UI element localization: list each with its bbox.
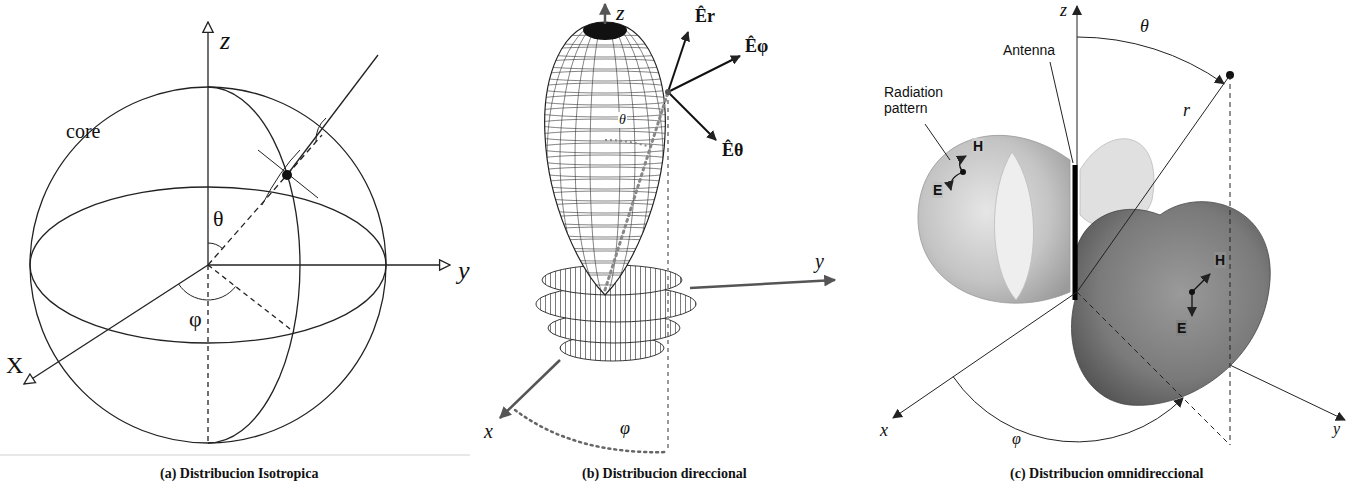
region-label: core [66, 120, 100, 143]
angle-label: θ [618, 112, 627, 128]
field-label: E [1176, 320, 1187, 336]
axis-label: z [220, 26, 230, 56]
directional-pattern [500, 4, 835, 452]
field-label: H [972, 138, 984, 154]
angle-label: θ [213, 206, 224, 231]
callout-label: Radiation pattern [884, 84, 964, 116]
angle-label: φ [620, 418, 630, 439]
omnidirectional-pattern [893, 6, 1345, 445]
angle-label: φ [1012, 430, 1021, 448]
axis-label: y [458, 256, 470, 286]
vector-label: Êθ [722, 140, 743, 161]
vector-label: Êr [695, 6, 715, 27]
angle-label: θ [1140, 16, 1149, 37]
axis-label: y [1333, 420, 1340, 438]
vector-label: r [1183, 100, 1190, 121]
axis-label: x [880, 420, 888, 441]
panel-caption: (a) Distribucion Isotropica [160, 466, 318, 482]
axis-label: x [484, 420, 493, 443]
angle-label: φ [189, 306, 202, 331]
axis-label: X [6, 352, 23, 380]
vector-label: Êφ [745, 36, 768, 57]
callout-label: Antenna [1003, 42, 1055, 58]
field-label: H [1214, 252, 1226, 268]
axis-label: z [1060, 0, 1067, 21]
panel-caption: (c) Distribucion omnidireccional [1010, 466, 1203, 482]
field-point [282, 170, 292, 180]
axis-label: y [815, 250, 824, 273]
field-label: E [932, 182, 943, 198]
panel-rule [0, 455, 470, 456]
panel-caption: (b) Distribucion direccional [582, 466, 747, 482]
axis-label: z [616, 0, 625, 25]
isotropic-sphere [24, 22, 450, 443]
